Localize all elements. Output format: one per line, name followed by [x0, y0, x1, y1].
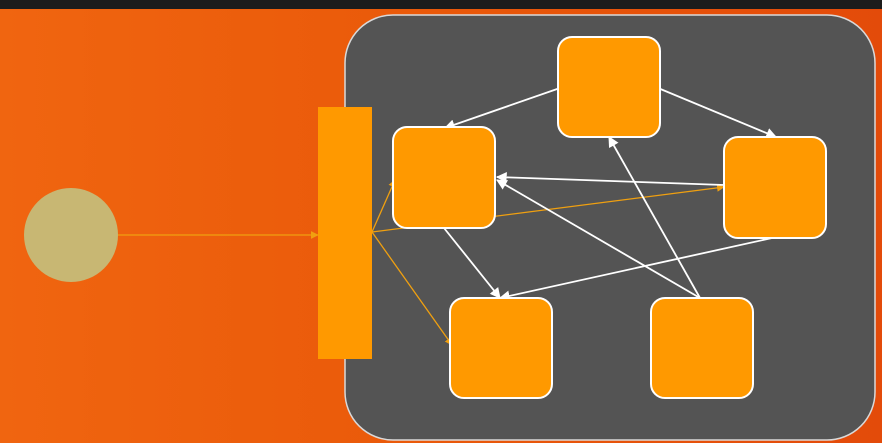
edge-gateway-to-bottom-left	[371, 231, 453, 346]
top-bar	[0, 0, 882, 9]
node-bottom-left	[449, 297, 553, 399]
node-right	[723, 136, 827, 239]
gateway-bar	[318, 107, 372, 359]
edge-gateway-to-left	[371, 179, 396, 233]
edge-right-to-bottom-left	[498, 237, 773, 302]
edge-bottom-right-to-left	[496, 179, 701, 299]
edge-bottom-right-to-top	[608, 136, 701, 299]
edge-top-to-right	[657, 87, 777, 139]
edge-left-to-bottom-left	[443, 227, 501, 299]
edge-right-to-left	[495, 171, 725, 186]
node-left	[392, 126, 496, 229]
edge-top-to-left	[443, 87, 561, 130]
source-circle	[24, 188, 118, 282]
node-top	[557, 36, 661, 138]
node-bottom-right	[650, 297, 754, 399]
